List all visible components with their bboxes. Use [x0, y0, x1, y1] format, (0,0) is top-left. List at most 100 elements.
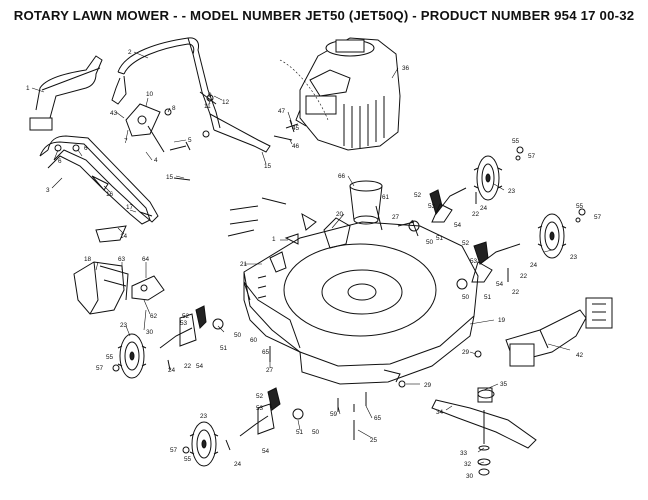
callout-1: 1	[272, 236, 276, 243]
wheel-right-rear	[537, 213, 567, 259]
blade-adapter	[477, 410, 491, 476]
callout-22: 22	[520, 273, 528, 280]
callout-54: 54	[262, 448, 270, 455]
callout-52: 52	[256, 393, 264, 400]
callout-27: 27	[392, 214, 400, 221]
callout-3: 3	[46, 187, 50, 194]
callout-51: 51	[220, 345, 228, 352]
callout-24: 24	[480, 205, 488, 212]
deck-shaft-cover	[349, 180, 383, 225]
callout-54: 54	[196, 363, 204, 370]
callout-23: 23	[508, 188, 516, 195]
callout-15: 15	[264, 163, 272, 170]
callout-34: 34	[436, 409, 444, 416]
callout-50: 50	[312, 429, 320, 436]
callout-65: 65	[262, 349, 270, 356]
rear-hinge	[131, 275, 165, 301]
callout-27: 27	[266, 367, 274, 374]
grass-deflector	[73, 261, 129, 315]
callout-43: 43	[110, 110, 118, 117]
callout-47: 47	[278, 108, 286, 115]
callout-57: 57	[528, 153, 536, 160]
callout-labels: 1 1 2 3 4 5 6 6 7 8 9 10 11 12 43 14 15 …	[26, 49, 602, 480]
callout-35: 35	[500, 381, 508, 388]
callout-52: 52	[462, 240, 470, 247]
callout-15: 15	[166, 174, 174, 181]
wheel-left-rear	[189, 421, 219, 467]
callout-33: 33	[460, 450, 468, 457]
callout-19: 19	[498, 317, 506, 324]
callout-17: 17	[126, 204, 134, 211]
callout-46: 46	[292, 143, 300, 150]
callout-66: 66	[338, 173, 346, 180]
callout-29: 29	[424, 382, 432, 389]
callout-12: 12	[222, 99, 230, 106]
callout-54: 54	[496, 281, 504, 288]
callout-59: 59	[330, 411, 338, 418]
callout-6: 6	[84, 145, 88, 152]
callout-4: 4	[154, 157, 158, 164]
callout-54: 54	[454, 222, 462, 229]
callout-51: 51	[484, 294, 492, 301]
callout-2: 2	[128, 49, 132, 56]
callout-30: 30	[146, 329, 154, 336]
callout-10: 10	[146, 91, 154, 98]
handle-bracket	[125, 103, 165, 153]
callout-57: 57	[594, 214, 602, 221]
callout-65: 65	[374, 415, 382, 422]
callout-57: 57	[170, 447, 178, 454]
callout-30: 30	[466, 473, 474, 480]
diagram-title: ROTARY LAWN MOWER - - MODEL NUMBER JET50…	[13, 8, 635, 23]
height-adjuster-left-front	[159, 305, 224, 349]
callout-32: 32	[464, 461, 472, 468]
wheel-left-front	[117, 333, 147, 379]
callout-63: 63	[118, 256, 126, 263]
callout-51: 51	[296, 429, 304, 436]
callout-23: 23	[570, 254, 578, 261]
callout-7: 7	[124, 138, 128, 145]
callout-53: 53	[470, 258, 478, 265]
callout-1: 1	[26, 85, 30, 92]
callout-53: 53	[256, 405, 264, 412]
callout-50: 50	[426, 239, 434, 246]
lower-handle	[39, 135, 159, 243]
callout-22: 22	[472, 211, 480, 218]
callout-23: 23	[120, 322, 128, 329]
callout-64: 64	[142, 256, 150, 263]
callout-22: 22	[184, 363, 192, 370]
callout-50: 50	[234, 332, 242, 339]
engine-spark-plug	[273, 119, 299, 141]
callout-11: 11	[204, 103, 211, 110]
callout-53: 53	[428, 203, 436, 210]
callout-20: 20	[336, 211, 344, 218]
callout-52: 52	[414, 192, 422, 199]
mower-deck	[243, 217, 479, 385]
callout-36: 36	[402, 65, 410, 72]
upper-handle	[111, 37, 271, 153]
callout-52: 52	[182, 313, 190, 320]
engine	[279, 37, 401, 151]
callout-61: 61	[382, 194, 390, 201]
callout-9: 9	[208, 92, 212, 99]
callout-24: 24	[530, 262, 538, 269]
callout-14: 14	[120, 233, 128, 240]
callout-8: 8	[172, 105, 176, 112]
control-bar	[29, 55, 103, 131]
callout-55: 55	[512, 138, 520, 145]
height-adjuster-right-rear	[456, 241, 521, 290]
wheel-right-front	[473, 155, 503, 201]
callout-18: 18	[84, 256, 92, 263]
callout-22: 22	[512, 289, 520, 296]
callout-24: 24	[234, 461, 242, 468]
callout-62: 62	[150, 313, 158, 320]
callout-16: 16	[106, 191, 114, 198]
callout-55: 55	[576, 203, 584, 210]
hardware	[112, 146, 586, 454]
callout-60: 60	[250, 337, 258, 344]
callout-45: 45	[292, 125, 300, 132]
callout-23: 23	[200, 413, 208, 420]
callout-5: 5	[188, 137, 192, 144]
callout-55: 55	[106, 354, 114, 361]
bolts-and-knobs	[54, 91, 217, 217]
